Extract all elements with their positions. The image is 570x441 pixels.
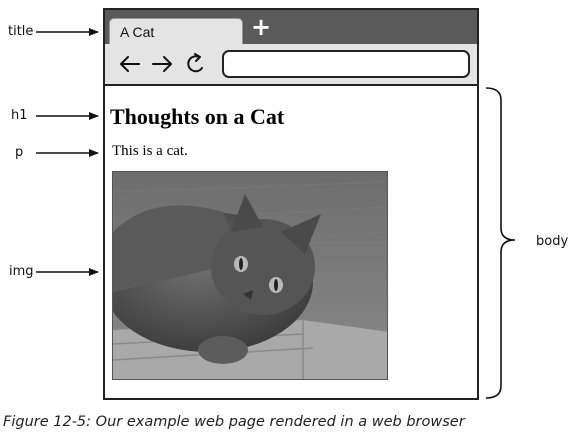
annotation-title-label: title [8, 24, 34, 39]
address-bar[interactable] [222, 50, 470, 78]
annotation-p-label: p [15, 145, 24, 160]
forward-arrow-icon[interactable] [149, 51, 175, 77]
tab-title: A Cat [120, 24, 155, 40]
back-arrow-icon[interactable] [117, 51, 143, 77]
reload-icon[interactable] [183, 51, 209, 77]
body-brace [485, 87, 516, 399]
plus-icon[interactable]: + [250, 13, 272, 41]
browser-window: A Cat + Thoughts on a Cat This is a cat. [103, 8, 479, 400]
page-paragraph: This is a cat. [112, 143, 188, 159]
tab-a-cat[interactable]: A Cat [109, 18, 243, 44]
cat-photo [112, 171, 388, 380]
page-body: Thoughts on a Cat This is a cat. [105, 86, 477, 398]
annotation-h1-label: h1 [11, 108, 28, 123]
browser-toolbar [105, 44, 477, 86]
annotation-img-label: img [9, 264, 34, 279]
page-heading: Thoughts on a Cat [110, 104, 285, 129]
tab-bar: A Cat + [105, 10, 477, 44]
figure-caption: Figure 12-5: Our example web page render… [3, 414, 465, 430]
annotation-body-label: body [536, 234, 569, 249]
